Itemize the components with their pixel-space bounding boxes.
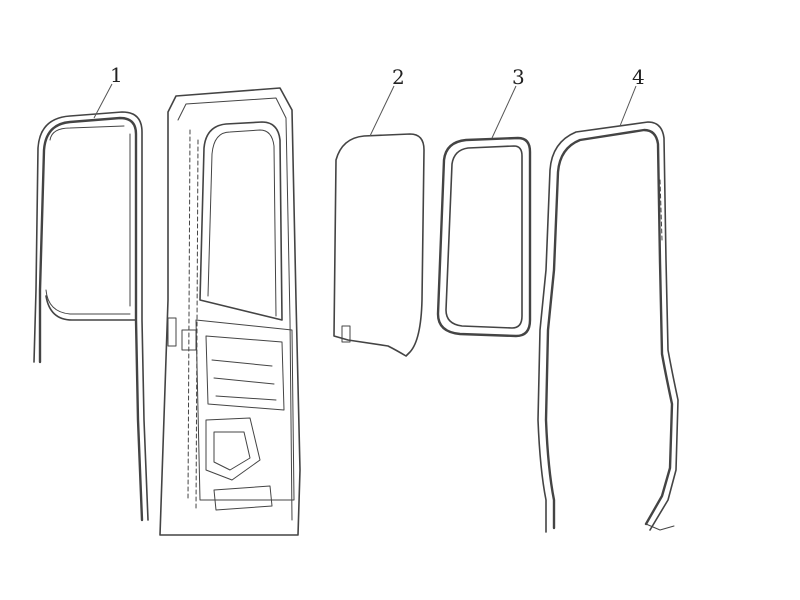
part-1-window-channel — [33, 111, 149, 522]
callout-1: 1 — [110, 63, 123, 87]
door-body — [159, 87, 301, 536]
part-2-glass-panel — [333, 133, 425, 357]
callout-leaders — [93, 83, 637, 139]
leader-line-3 — [491, 85, 517, 139]
leader-line-4 — [619, 85, 637, 127]
leader-line-1 — [93, 83, 113, 119]
callout-3: 3 — [512, 65, 525, 89]
callout-4: 4 — [632, 65, 645, 89]
leader-line-2 — [369, 85, 395, 137]
callout-2: 2 — [392, 65, 405, 89]
callout-labels: 1 2 3 4 — [110, 63, 645, 89]
part-3-glass-seal — [436, 136, 532, 338]
part-4-door-weatherstrip — [537, 121, 679, 533]
